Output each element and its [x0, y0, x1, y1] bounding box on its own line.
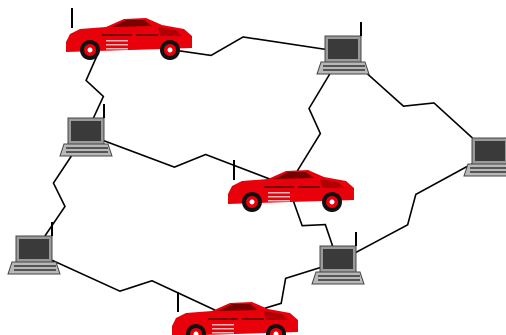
car-node-car-center-icon [227, 159, 355, 213]
laptop-node-laptop-bottom-right-icon [311, 231, 365, 285]
car-node-car-top-left-icon [65, 7, 193, 61]
wireless-link-laptop-bottom-left-to-car-bottom-center [33, 251, 233, 319]
wireless-links [33, 36, 491, 319]
wireless-link-laptop-far-right-to-laptop-bottom-right [337, 153, 491, 263]
wireless-link-car-center-to-laptop-bottom-right [287, 185, 339, 263]
network-nodes [7, 7, 506, 335]
wireless-link-laptop-top-center-to-car-center [287, 51, 344, 187]
laptop-node-laptop-top-center-icon [316, 21, 370, 75]
wireless-link-laptop-mid-left-to-car-center [85, 133, 289, 187]
wireless-link-car-top-left-to-laptop-mid-left [85, 39, 105, 135]
wireless-link-laptop-top-center-to-laptop-far-right [342, 51, 491, 155]
wireless-link-laptop-mid-left-to-laptop-bottom-left [33, 133, 87, 253]
laptop-node-laptop-far-right-icon [463, 123, 506, 177]
laptop-node-laptop-bottom-left-icon [7, 221, 61, 275]
laptop-node-laptop-mid-left-icon [59, 103, 113, 157]
